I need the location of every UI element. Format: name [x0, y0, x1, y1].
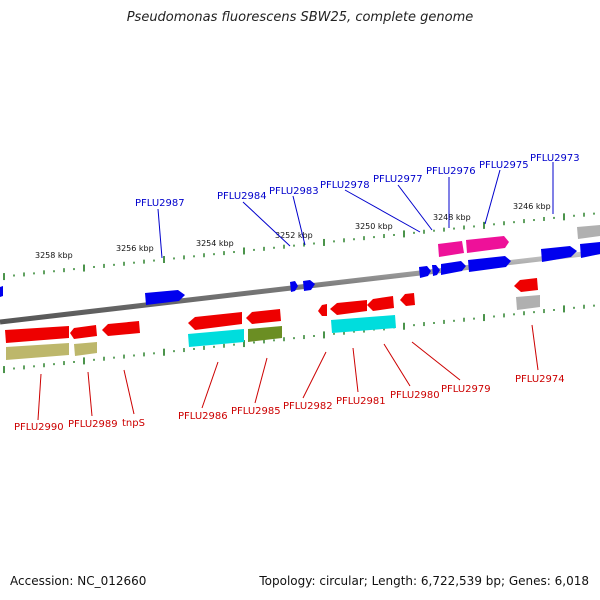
gene-arrow[interactable]: [246, 309, 281, 324]
gene-label-bottom[interactable]: PFLU2990: [14, 422, 64, 433]
label-connector: [484, 169, 501, 225]
gene-arrow[interactable]: [74, 342, 97, 356]
gene-arrow[interactable]: [330, 300, 367, 315]
gene-arrow[interactable]: [303, 280, 315, 291]
label-connector: [397, 184, 433, 231]
label-connector: [87, 371, 93, 417]
label-connector: [201, 361, 219, 409]
gene-arrow[interactable]: [367, 296, 394, 311]
gene-arrow[interactable]: [331, 315, 396, 333]
accession-text: Accession: NC_012660: [10, 574, 147, 588]
gene-label-bottom[interactable]: PFLU2980: [390, 390, 440, 401]
genome-title: Pseudomonas fluorescens SBW25, complete …: [126, 10, 474, 25]
gene-label-top[interactable]: PFLU2984: [217, 191, 267, 202]
kbp-labels: 3258 kbp 3256 kbp 3254 kbp 3252 kbp 3250…: [35, 202, 551, 260]
bottom-labels: PFLU2990 PFLU2989 tnpS PFLU2986 PFLU2985…: [14, 324, 565, 433]
top-labels: PFLU2987 PFLU2984 PFLU2983 PFLU2978 PFLU…: [135, 153, 580, 259]
label-connector: [292, 195, 306, 246]
gene-arrow[interactable]: [441, 261, 466, 275]
gene-arrow[interactable]: [577, 225, 600, 239]
top-tick-row: [3, 212, 595, 281]
kbp-label: 3254 kbp: [196, 239, 234, 248]
gene-label-bottom[interactable]: tnpS: [122, 418, 145, 429]
gene-label-bottom[interactable]: PFLU2981: [336, 396, 386, 407]
kbp-label: 3258 kbp: [35, 251, 73, 260]
kbp-label: 3250 kbp: [355, 222, 393, 231]
gene-arrow[interactable]: [541, 246, 577, 262]
kbp-label: 3256 kbp: [116, 244, 154, 253]
gene-arrow[interactable]: [5, 326, 69, 343]
gene-arrow[interactable]: [466, 236, 509, 253]
label-connector: [37, 373, 42, 421]
gene-arrow[interactable]: [248, 326, 282, 342]
gene-label-top[interactable]: PFLU2987: [135, 198, 185, 209]
gene-label-top[interactable]: PFLU2977: [373, 174, 423, 185]
gene-label-bottom[interactable]: PFLU2989: [68, 419, 118, 430]
genes-upper: [0, 225, 600, 305]
gene-label-top[interactable]: PFLU2983: [269, 186, 319, 197]
gene-label-bottom[interactable]: PFLU2979: [441, 384, 491, 395]
gene-arrow[interactable]: [438, 241, 464, 257]
gene-arrow[interactable]: [516, 295, 540, 310]
gene-label-bottom[interactable]: PFLU2974: [515, 374, 565, 385]
gene-arrow[interactable]: [468, 256, 511, 272]
gene-arrow[interactable]: [318, 304, 327, 316]
gene-label-top[interactable]: PFLU2978: [320, 180, 370, 191]
bottom-tick-row: [3, 304, 595, 374]
gene-arrow[interactable]: [514, 278, 538, 292]
gene-label-top[interactable]: PFLU2975: [479, 160, 529, 171]
label-connector: [157, 208, 163, 259]
label-connector: [302, 351, 327, 399]
gene-arrow[interactable]: [0, 286, 3, 297]
genes-lower: [5, 278, 540, 360]
kbp-label: 3248 kbp: [433, 213, 471, 222]
gene-arrow[interactable]: [290, 281, 298, 292]
gene-arrow[interactable]: [188, 329, 244, 347]
gene-arrow[interactable]: [188, 312, 242, 330]
gene-label-top[interactable]: PFLU2973: [530, 153, 580, 164]
gene-label-top[interactable]: PFLU2976: [426, 166, 476, 177]
gene-arrow[interactable]: [6, 343, 69, 360]
gene-arrow[interactable]: [419, 266, 431, 278]
label-connector: [352, 347, 359, 393]
kbp-label: 3252 kbp: [275, 231, 313, 240]
genome-backbone: [0, 249, 600, 325]
label-connector: [411, 341, 461, 381]
gene-arrow[interactable]: [400, 293, 415, 306]
gene-arrow[interactable]: [102, 321, 140, 336]
genome-summary-text: Topology: circular; Length: 6,722,539 bp…: [259, 574, 589, 588]
kbp-label: 3246 kbp: [513, 202, 551, 211]
gene-label-bottom[interactable]: PFLU2986: [178, 411, 228, 422]
gene-label-bottom[interactable]: PFLU2982: [283, 401, 333, 412]
label-connector: [344, 189, 421, 233]
label-connector: [242, 201, 291, 247]
label-connector: [383, 343, 411, 387]
gene-arrow[interactable]: [145, 290, 185, 305]
gene-arrow[interactable]: [432, 265, 440, 276]
label-connector: [123, 369, 135, 415]
label-connector: [531, 324, 539, 371]
gene-arrow[interactable]: [580, 242, 600, 258]
gene-label-bottom[interactable]: PFLU2985: [231, 406, 281, 417]
label-connector: [254, 357, 268, 404]
gene-arrow[interactable]: [70, 325, 97, 339]
